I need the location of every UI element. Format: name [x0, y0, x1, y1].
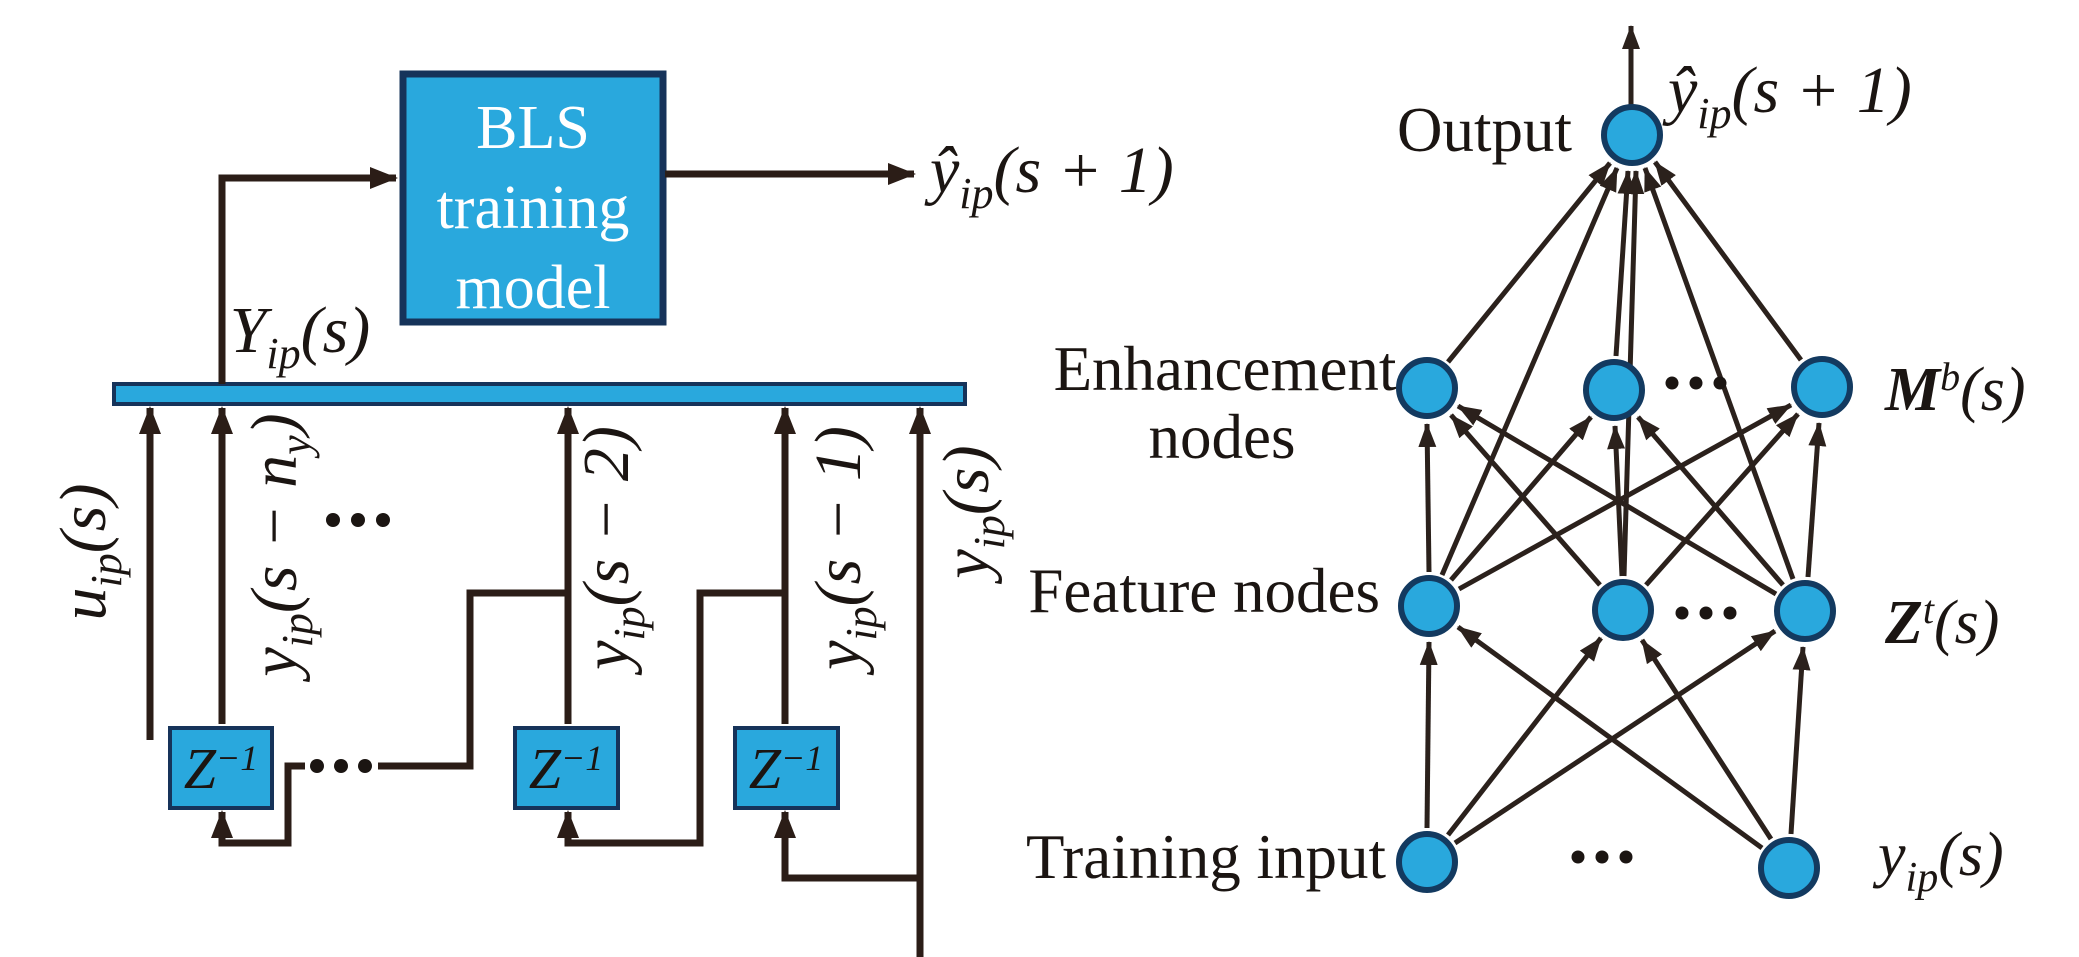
edge-f3-e2 — [1636, 415, 1785, 587]
node-input-1 — [1396, 831, 1458, 893]
delay-block-1-label: Z−1 — [184, 736, 259, 801]
delay-block-2-label: Z−1 — [529, 736, 604, 801]
label-y-s-2: yip(s − 2) — [570, 426, 654, 676]
wire-ys-to-delay3 — [774, 810, 920, 882]
label-y-s-ny: yip(s − ny) — [238, 413, 322, 682]
edge-e3-out — [1652, 160, 1804, 362]
node-feature-1 — [1398, 575, 1460, 637]
concatenation-bar — [112, 382, 967, 406]
label-y-s-1: yip(s − 1) — [802, 426, 886, 676]
label-yhat-left: ŷip(s + 1) — [924, 134, 1174, 218]
label-training-input-layer: Training input — [1026, 822, 1386, 892]
edge-f1-out — [1439, 167, 1620, 576]
edge-i2-f1 — [1456, 624, 1764, 851]
label-feature-layer: Feature nodes — [1028, 556, 1380, 626]
node-feature-3 — [1774, 580, 1836, 642]
label-output-layer: Output — [1397, 95, 1573, 165]
delay-block-3-label: Z−1 — [749, 736, 824, 801]
edge-f1-e1 — [1418, 423, 1437, 573]
ellipsis-input-row — [1571, 850, 1633, 864]
edge-i2-f2 — [1639, 638, 1774, 841]
label-u-ip: uip(s) — [47, 484, 131, 621]
label-Zt-s: Zt(s) — [1884, 587, 1999, 657]
bls-box-line-3: model — [456, 254, 611, 322]
node-output — [1601, 104, 1663, 166]
wire-chain-to-delay1 — [211, 762, 305, 847]
edge-i1-f3 — [1453, 628, 1777, 846]
label-y-s: yip(s) — [930, 445, 1014, 584]
delay-block-3 — [733, 726, 840, 810]
label-Mb-s: Mb(s) — [1884, 354, 2026, 424]
edge-f3-out — [1642, 167, 1796, 580]
ellipsis-upper-left — [326, 513, 390, 527]
edge-i2-f3 — [1788, 646, 1811, 835]
node-enhancement-1 — [1396, 357, 1458, 419]
edge-e1-out — [1446, 161, 1612, 364]
node-enhancement-3 — [1791, 356, 1853, 418]
label-Yips: Yip(s) — [230, 294, 371, 378]
edge-i1-f1 — [1419, 641, 1438, 829]
ellipsis-lower-left — [310, 759, 372, 773]
ellipsis-feature-row — [1675, 606, 1737, 620]
delay-block-2 — [513, 726, 620, 810]
bls-box-line-1: BLS — [476, 94, 590, 162]
wire-delay2-to-chain — [378, 589, 568, 770]
edge-e2-out — [1613, 170, 1636, 357]
node-enhancement-2 — [1583, 359, 1645, 421]
label-enhancement-line1: Enhancement — [1054, 334, 1397, 404]
edge-f2-e1 — [1449, 413, 1602, 587]
label-yhat-network: ŷip(s + 1) — [1662, 54, 1912, 138]
label-yip-s-network: yip(s) — [1872, 821, 2004, 901]
edge-i1-f2 — [1446, 636, 1603, 837]
wire-delay3-to-delay2 — [557, 589, 785, 847]
bls-training-model-box — [399, 70, 667, 326]
edge-f2-e3 — [1644, 412, 1800, 587]
bls-box-line-2: training — [437, 174, 630, 242]
node-input-2 — [1758, 837, 1820, 899]
edge-f3-e1 — [1456, 403, 1778, 597]
delay-block-1 — [168, 726, 274, 810]
edge-f3-e3 — [1805, 422, 1827, 578]
feed-wire-Yips — [218, 167, 398, 384]
label-enhancement-line2: nodes — [1149, 402, 1296, 472]
node-feature-2 — [1592, 579, 1654, 641]
ellipsis-enhancement-row — [1665, 376, 1727, 390]
